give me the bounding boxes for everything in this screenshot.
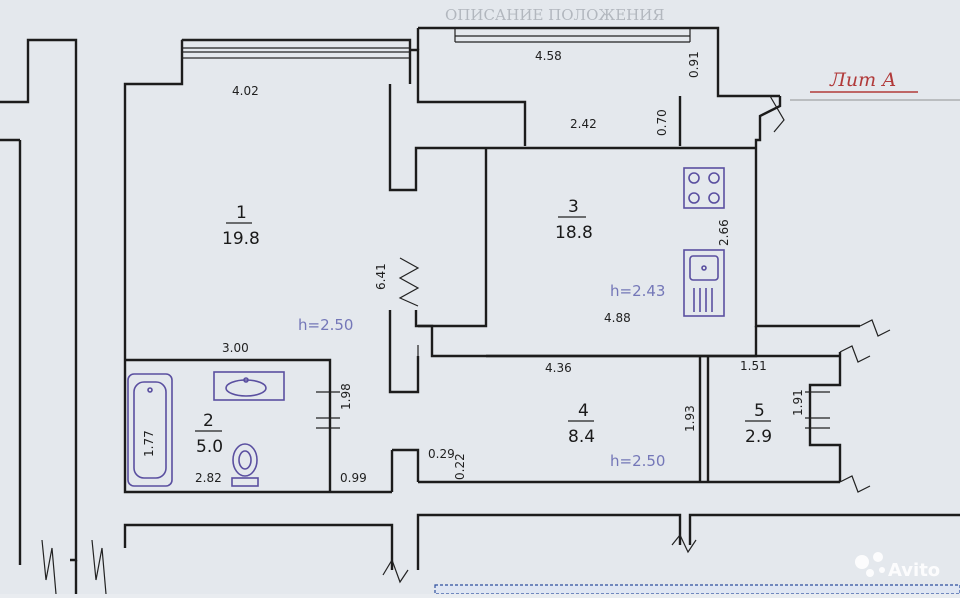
- room-5-label: 5 2.9: [745, 401, 772, 447]
- room-area: 8.4: [568, 427, 595, 447]
- room-number: 2: [203, 411, 214, 431]
- measurement-ticks: [316, 345, 830, 429]
- window-room-1: [181, 39, 411, 59]
- door-opening-zigzag: [398, 257, 420, 307]
- room-area: 2.9: [745, 427, 772, 447]
- dimension-label: 0.29: [428, 447, 455, 461]
- dimension-label: 0.99: [340, 471, 367, 485]
- dimension-label: 3.00: [222, 341, 249, 355]
- dimension-label: 6.41: [374, 263, 388, 290]
- room-4-label: 4 8.4: [568, 401, 595, 447]
- room-area: 5.0: [196, 437, 223, 457]
- window-loggia: [454, 28, 691, 43]
- liter-label: Лит А: [829, 69, 897, 91]
- interior-walls: [125, 84, 840, 492]
- dimension-label: 1.91: [791, 389, 805, 416]
- dimension-label: 2.42: [570, 117, 597, 131]
- ceiling-height-room-3: h=2.43: [610, 282, 665, 300]
- room-number: 3: [568, 197, 579, 217]
- watermark-text: Avito: [888, 560, 940, 581]
- room-area: 18.8: [555, 223, 593, 243]
- room-area: 19.8: [222, 229, 260, 249]
- room-3-label: 3 18.8: [555, 197, 593, 243]
- dimension-label: 0.22: [453, 453, 467, 480]
- left-wall-section: [0, 38, 107, 595]
- ceiling-height-room-4: h=2.50: [610, 452, 665, 470]
- bathtub-icon: [127, 373, 173, 487]
- dimension-label: 2.66: [717, 219, 731, 246]
- room-1-label: 1 19.8: [222, 203, 260, 249]
- ceiling-height-room-1: h=2.50: [298, 316, 353, 334]
- header-text: ОПИСАНИЕ ПОЛОЖЕНИЯ: [445, 6, 664, 24]
- dimension-label: 1.98: [339, 383, 353, 410]
- room-number: 4: [578, 401, 589, 421]
- avito-logo-icon: Avito: [855, 552, 940, 581]
- dimension-label: 4.58: [535, 49, 562, 63]
- toilet-icon: [231, 443, 259, 487]
- dimension-label: 1.51: [740, 359, 767, 373]
- dimension-label: 4.36: [545, 361, 572, 375]
- footer-stamp-bar: [434, 584, 960, 595]
- dimension-label: 1.77: [142, 430, 156, 457]
- sink-icon: [683, 249, 725, 317]
- dimension-label: 4.02: [232, 84, 259, 98]
- room-2-label: 2 5.0: [195, 411, 223, 457]
- dimension-label: 0.91: [687, 51, 701, 78]
- liter-badge: Лит А: [810, 69, 918, 93]
- dimension-label: 1.93: [683, 405, 697, 432]
- room-number: 5: [754, 401, 765, 421]
- washbasin-icon: [213, 371, 285, 401]
- dimension-label: 4.88: [604, 311, 631, 325]
- room-number: 1: [236, 203, 247, 223]
- bottom-wall: [123, 513, 960, 584]
- right-break-lines: [769, 95, 960, 493]
- stove-icon: [683, 167, 725, 209]
- dimension-label: 0.70: [655, 109, 669, 136]
- dimension-label: 2.82: [195, 471, 222, 485]
